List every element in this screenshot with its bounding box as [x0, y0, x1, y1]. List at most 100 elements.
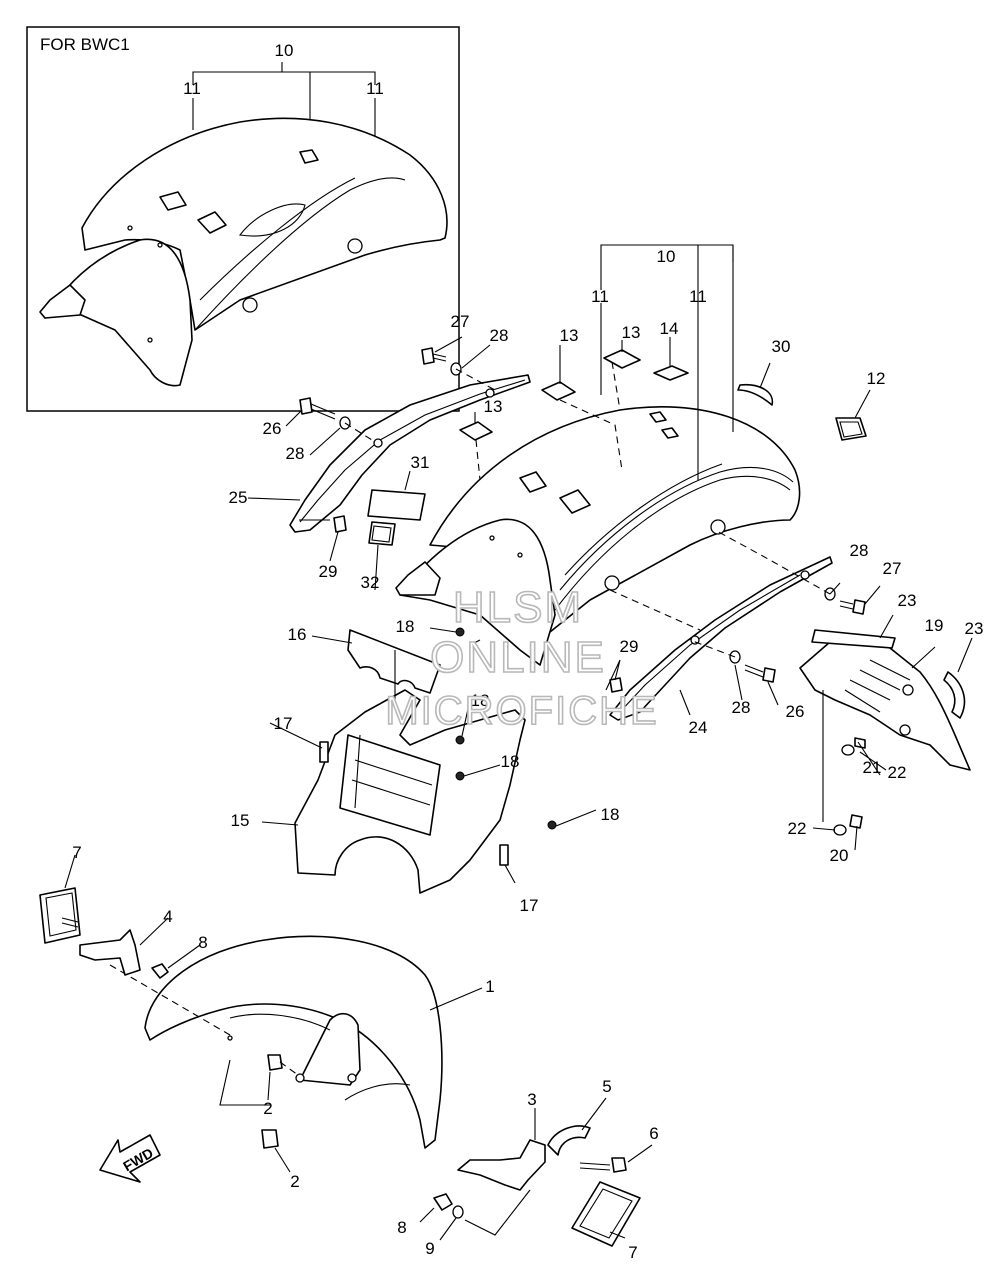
callout-17-lower: 17	[520, 896, 539, 915]
callout-18-b: 18	[471, 691, 490, 710]
inset-bwc1: FOR BWC1 10 11 11	[26, 26, 460, 412]
fender-stay	[299, 1012, 361, 1086]
watermark-line-3: MICROFICHE	[385, 689, 658, 733]
callout-19: 19	[925, 616, 944, 635]
clip-17-a	[319, 741, 329, 763]
inset-rear-fender	[81, 117, 448, 331]
inset-title: FOR BWC1	[40, 35, 130, 54]
decal-13-c	[459, 421, 493, 441]
callout-17-upper: 17	[274, 714, 293, 733]
bolt-26-b	[762, 667, 776, 683]
fwd-arrow-icon	[99, 1134, 161, 1183]
callout-27-lower: 27	[883, 559, 902, 578]
bracket-4	[79, 929, 141, 976]
lens-23-a	[811, 629, 896, 649]
callout-25: 25	[229, 488, 248, 507]
license-bracket-assembly	[261, 627, 597, 894]
callout-8-left: 8	[198, 933, 207, 952]
callout-7-right: 7	[628, 1243, 637, 1262]
washer-22-b	[833, 824, 847, 836]
screw-6	[611, 1157, 627, 1173]
rear-bracket-10	[600, 244, 734, 480]
callout-28-a: 28	[490, 326, 509, 345]
decal-13-b	[541, 381, 576, 401]
nut-21	[854, 737, 866, 749]
callout-31: 31	[411, 453, 430, 472]
washer-9	[452, 1205, 464, 1219]
callout-18-d: 18	[601, 805, 620, 824]
callout-20: 20	[830, 846, 849, 865]
callout-3: 3	[527, 1090, 536, 1109]
tail-light-19	[799, 639, 971, 771]
spacer-29-b	[609, 677, 623, 693]
callout-13-b: 13	[560, 326, 579, 345]
grommet-12	[835, 417, 867, 441]
callouts: 1 2 2 3 4 5 6 7 7 8 8 9 12 13 13 13 14 1…	[72, 312, 983, 1262]
fender-stays	[289, 374, 833, 721]
callout-2-lower: 2	[290, 1172, 299, 1191]
decals	[367, 337, 871, 591]
washer-22-a	[841, 744, 855, 756]
callout-32: 32	[361, 573, 380, 592]
bolt-26-a	[299, 397, 313, 415]
watermark-line-1: HLSM	[453, 583, 583, 632]
callout-12: 12	[867, 369, 886, 388]
callout-23-left: 23	[898, 591, 917, 610]
callout-6: 6	[649, 1124, 658, 1143]
bracket-3	[457, 1139, 546, 1191]
clip-17-b	[499, 844, 509, 866]
bolt-27-a	[421, 347, 435, 365]
tail-light-assembly	[799, 614, 973, 851]
inset-callout-10: 10	[275, 41, 294, 60]
front-fender-1	[144, 935, 443, 1149]
callout-11-left: 11	[591, 287, 609, 306]
front-reflector-right	[419, 1097, 653, 1247]
label-31	[367, 489, 426, 521]
callout-30: 30	[772, 337, 791, 356]
callout-23-right: 23	[965, 619, 984, 638]
callout-4: 4	[163, 907, 172, 926]
callout-29-left: 29	[319, 562, 338, 581]
callout-15: 15	[231, 811, 250, 830]
callout-26-left: 26	[263, 419, 282, 438]
front-fender-assembly	[109, 935, 483, 1173]
front-reflector-left	[39, 854, 201, 979]
inset-callout-11-right: 11	[366, 79, 384, 98]
spacer-29-a	[333, 515, 347, 533]
watermark-line-2: ONLINE	[430, 633, 606, 682]
callout-1: 1	[485, 977, 494, 996]
reflector-30	[737, 383, 774, 406]
plate-16	[347, 629, 441, 694]
watermark: HLSM ONLINE MICROFICHE	[385, 582, 658, 734]
callout-5: 5	[602, 1077, 611, 1096]
reflector-7-a	[39, 887, 81, 944]
callout-28-c: 28	[850, 541, 869, 560]
callout-28-b: 28	[286, 444, 305, 463]
callout-11-right: 11	[689, 287, 707, 306]
callout-18-a: 18	[396, 617, 415, 636]
bolt-20	[849, 814, 863, 829]
screw-18-d	[547, 820, 557, 830]
fasteners-upper	[247, 336, 881, 716]
callout-29-right: 29	[620, 637, 639, 656]
decal-13-a	[603, 349, 641, 369]
callout-24: 24	[689, 718, 708, 737]
callout-7-left: 7	[72, 843, 81, 862]
nut-8-a	[151, 963, 169, 979]
bolt-27-b	[852, 599, 866, 615]
callout-28-d: 28	[732, 698, 751, 717]
callout-16: 16	[288, 625, 307, 644]
lens-23-b	[943, 671, 966, 719]
rear-fender-assembly: 10 11 11	[395, 244, 801, 666]
screw-18-b	[455, 735, 465, 745]
callout-18-c: 18	[501, 752, 520, 771]
bolt-2-b	[261, 1129, 279, 1149]
callout-10: 10	[657, 247, 676, 266]
callout-22-lower: 22	[788, 819, 807, 838]
bracket-5	[547, 1125, 591, 1156]
bolt-2-a	[267, 1054, 283, 1071]
callout-9: 9	[425, 1239, 434, 1258]
callout-22-upper: 22	[888, 763, 907, 782]
callout-26-right: 26	[786, 702, 805, 721]
stay-25	[289, 374, 531, 533]
